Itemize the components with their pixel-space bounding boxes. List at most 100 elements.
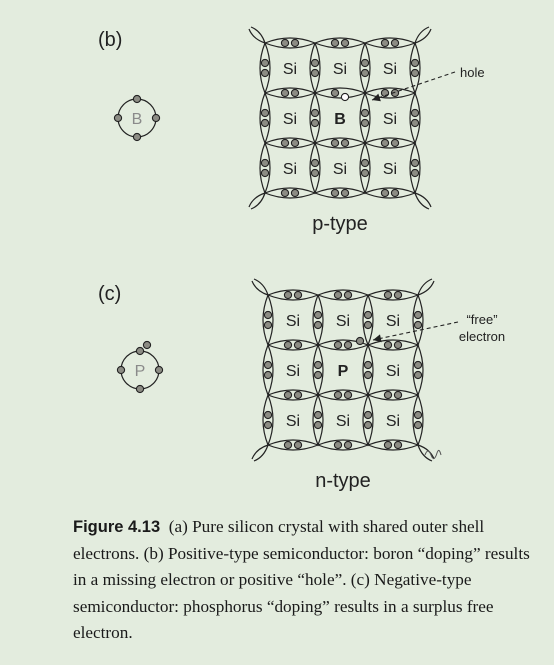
p-type-label: p-type xyxy=(312,213,368,235)
bond-line xyxy=(359,92,371,145)
bond-line xyxy=(362,344,374,397)
electron xyxy=(343,440,353,450)
free-electron-callout-arrowhead xyxy=(373,334,382,343)
hole-label: hole xyxy=(460,65,485,80)
electron xyxy=(363,310,373,320)
electron xyxy=(393,440,403,450)
free-electron-label-line1: “free” xyxy=(466,312,497,327)
bond-line xyxy=(251,444,269,460)
si-atom-label: Si xyxy=(386,413,400,430)
bond-line xyxy=(409,92,421,145)
bond-line xyxy=(359,142,371,195)
electron xyxy=(135,346,145,356)
electron xyxy=(283,440,293,450)
bond-line xyxy=(417,280,435,296)
electron xyxy=(290,138,300,148)
si-atom-label: Si xyxy=(336,313,350,330)
electron xyxy=(330,38,340,48)
signature-mark xyxy=(424,449,442,459)
electron xyxy=(333,440,343,450)
bond-line xyxy=(312,344,324,397)
bond-line xyxy=(267,389,320,401)
electron xyxy=(343,290,353,300)
electron xyxy=(280,88,290,98)
electron xyxy=(340,138,350,148)
electron xyxy=(113,113,123,123)
bond-line xyxy=(364,37,417,49)
electron xyxy=(380,138,390,148)
electron xyxy=(260,68,270,78)
bond-line xyxy=(412,394,424,447)
electron xyxy=(393,290,403,300)
bond-line xyxy=(267,339,320,351)
electron xyxy=(363,360,373,370)
electron xyxy=(360,58,370,68)
bond-line xyxy=(317,289,370,301)
electron xyxy=(393,340,403,350)
si-atom-label: Si xyxy=(283,61,297,78)
free-electron-callout-line xyxy=(372,321,459,341)
electron xyxy=(343,390,353,400)
bond-line xyxy=(364,187,417,199)
electron xyxy=(333,340,343,350)
bond-line xyxy=(259,142,271,195)
electron xyxy=(413,410,423,420)
electron xyxy=(154,365,164,375)
electron xyxy=(363,420,373,430)
bond-line xyxy=(267,439,320,451)
electron xyxy=(263,370,273,380)
electron xyxy=(280,188,290,198)
figure-caption: Figure 4.13 (a) Pure silicon crystal wit… xyxy=(73,514,543,647)
electron xyxy=(360,68,370,78)
bond-line xyxy=(414,192,430,210)
electron xyxy=(283,390,293,400)
bond-line xyxy=(309,42,321,95)
electron xyxy=(410,108,420,118)
electron xyxy=(142,340,152,350)
bond-line xyxy=(264,87,317,99)
bond-line xyxy=(264,37,317,49)
electron xyxy=(360,118,370,128)
electron xyxy=(310,168,320,178)
electron xyxy=(343,340,353,350)
electron xyxy=(310,158,320,168)
electron xyxy=(280,138,290,148)
hole-callout-line xyxy=(371,71,456,101)
electron xyxy=(283,340,293,350)
bond-line xyxy=(309,142,321,195)
electron xyxy=(263,310,273,320)
free-electron-label-line2: electron xyxy=(459,329,505,344)
bond-line xyxy=(314,187,367,199)
electron xyxy=(330,138,340,148)
electron xyxy=(413,370,423,380)
bond-line xyxy=(414,28,432,44)
electron xyxy=(313,420,323,430)
panel-c-label: (c) xyxy=(98,283,122,305)
bond-line xyxy=(309,92,321,145)
bond-line xyxy=(417,444,433,462)
bond-line xyxy=(314,37,367,49)
bond-line xyxy=(367,439,420,451)
electron xyxy=(313,360,323,370)
electron xyxy=(263,420,273,430)
bond-line xyxy=(250,26,266,44)
electron xyxy=(260,58,270,68)
bond-line xyxy=(367,389,420,401)
bond-line xyxy=(412,344,424,397)
si-atom-label: Si xyxy=(286,413,300,430)
bond-line xyxy=(317,389,370,401)
bond-line xyxy=(314,137,367,149)
electron xyxy=(260,108,270,118)
electron xyxy=(360,108,370,118)
bond-line xyxy=(412,294,424,347)
caption-text: (a) Pure silicon crystal with shared out… xyxy=(73,517,530,642)
hole-marker xyxy=(340,92,350,102)
electron xyxy=(293,440,303,450)
bond-line xyxy=(248,192,266,208)
electron xyxy=(363,410,373,420)
bond-line xyxy=(250,192,266,210)
electron xyxy=(383,340,393,350)
electron xyxy=(410,118,420,128)
electron xyxy=(313,370,323,380)
